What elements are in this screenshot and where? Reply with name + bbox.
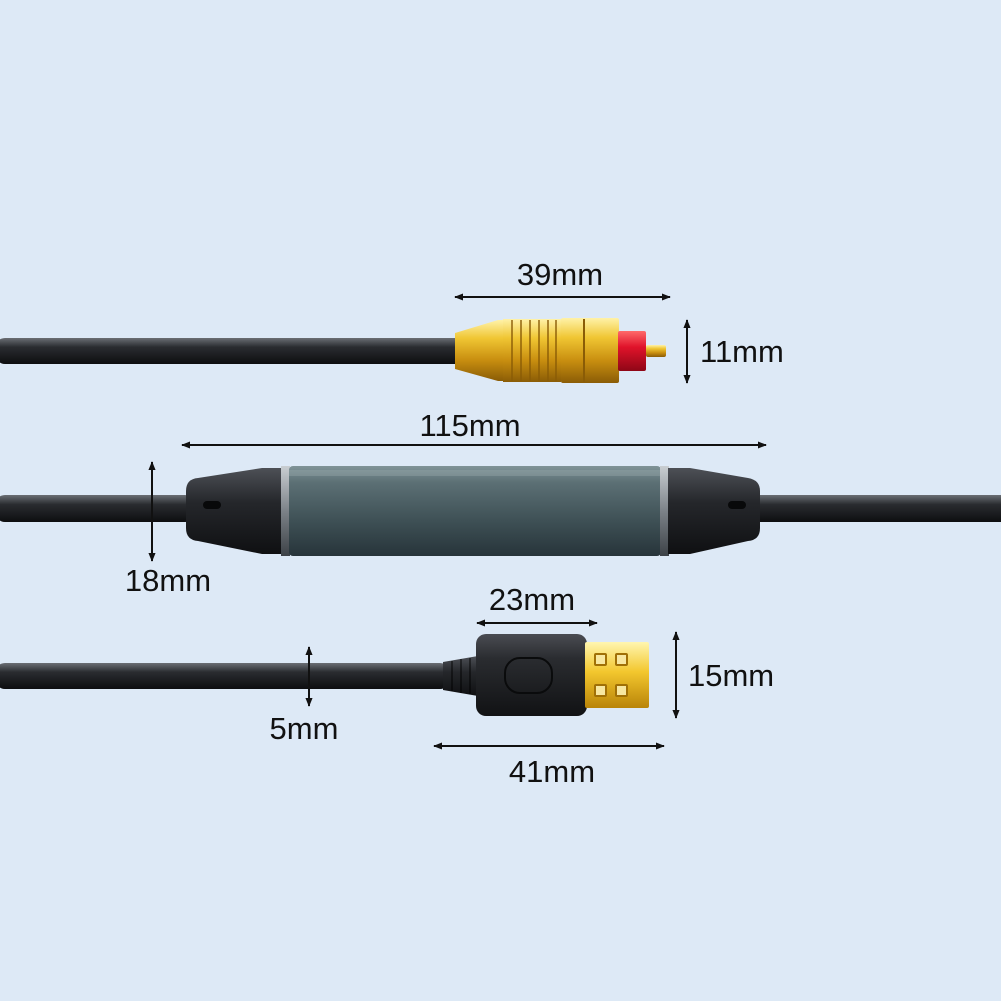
adapter-right-cable (750, 495, 1001, 522)
adapter-right-ring (660, 466, 669, 556)
adapter-right-cap (668, 468, 760, 554)
label-18mm: 18mm (125, 563, 211, 598)
optical-plug-sleeve (455, 320, 505, 381)
label-23mm: 23mm (489, 582, 575, 617)
adapter-left-cap (186, 468, 282, 554)
label-11mm: 11mm (700, 334, 784, 369)
label-115mm: 115mm (419, 408, 520, 443)
usb-grip-recess (504, 657, 553, 694)
usb-plug (0, 634, 649, 716)
label-15mm: 15mm (688, 658, 774, 693)
optical-cable (0, 338, 465, 364)
usb-cable (0, 663, 450, 689)
label-39mm: 39mm (517, 257, 603, 292)
adapter-left-cable (0, 495, 195, 522)
adapter-box (0, 466, 1001, 556)
optical-plug-ribs (511, 320, 557, 381)
optical-tip-pin (646, 345, 666, 357)
optical-plug-front (561, 318, 619, 383)
optical-tip-red (618, 331, 646, 371)
optical-plug (0, 318, 666, 383)
usb-connector-gold (585, 642, 649, 708)
label-5mm: 5mm (270, 711, 339, 746)
adapter-left-ring (281, 466, 290, 556)
usb-body (476, 634, 587, 716)
label-41mm: 41mm (509, 754, 595, 789)
adapter-housing (289, 466, 661, 556)
